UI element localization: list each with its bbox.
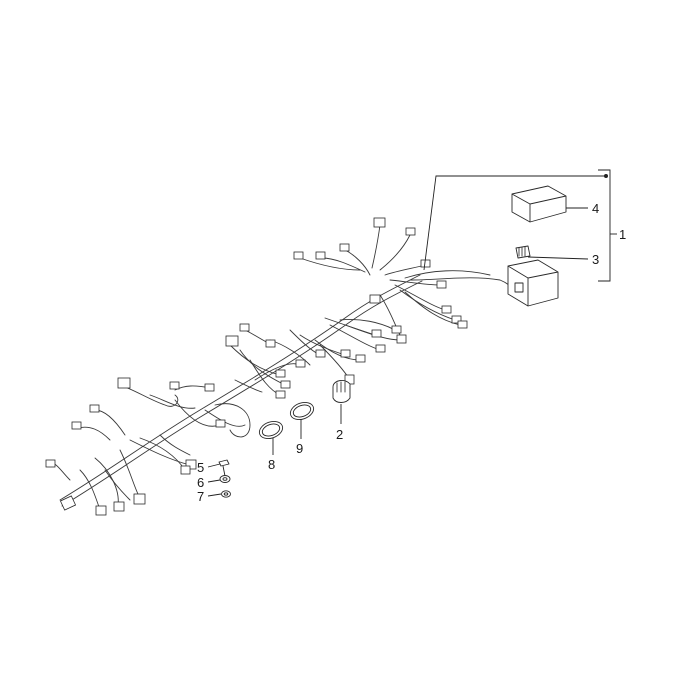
callout-6: 6 bbox=[197, 475, 204, 490]
callout-8: 8 bbox=[268, 457, 275, 472]
callout-4: 4 bbox=[592, 201, 599, 216]
leader-lines bbox=[207, 169, 617, 497]
main-wiring-harness[interactable] bbox=[49, 224, 519, 511]
leader-dot bbox=[604, 174, 608, 178]
callout-7: 7 bbox=[197, 489, 204, 504]
cover-part-4[interactable] bbox=[511, 185, 567, 223]
washer-part-6[interactable] bbox=[219, 475, 231, 483]
callout-9: 9 bbox=[296, 441, 303, 456]
fuse-box-part-3[interactable] bbox=[507, 245, 559, 307]
relay-part-2[interactable] bbox=[332, 380, 351, 403]
clamp-part-8[interactable] bbox=[257, 418, 285, 441]
harness-connectors bbox=[45, 217, 468, 516]
clamp-part-9[interactable] bbox=[288, 399, 316, 422]
screw-part-5[interactable] bbox=[218, 459, 230, 477]
callout-5: 5 bbox=[197, 460, 204, 475]
callout-1: 1 bbox=[619, 227, 626, 242]
callout-2: 2 bbox=[336, 427, 343, 442]
callout-3: 3 bbox=[592, 252, 599, 267]
callout-labels: 1 2 3 4 5 6 7 8 9 bbox=[197, 201, 626, 504]
nut-part-7[interactable] bbox=[221, 490, 231, 498]
